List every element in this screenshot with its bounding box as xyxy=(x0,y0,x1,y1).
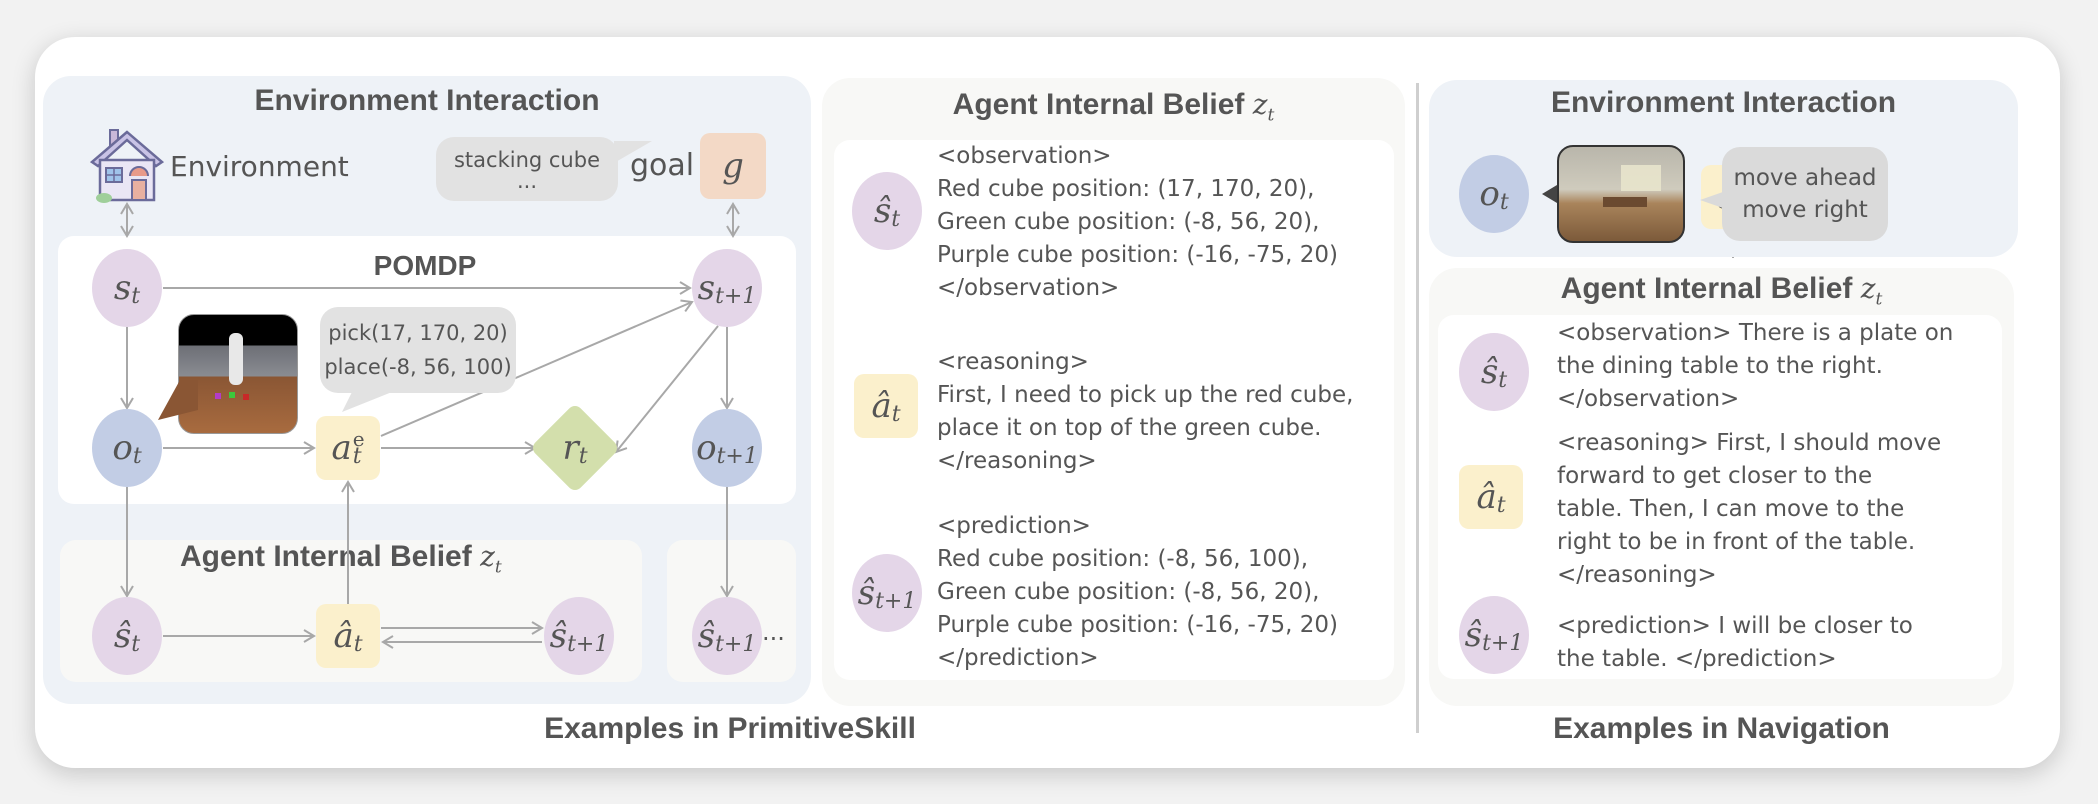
action-bubble-line2: place(-8, 56, 100) xyxy=(324,355,512,379)
nav-reasoning-text: <reasoning> First, I should move forward… xyxy=(1557,430,1942,588)
action-bubble-line1: pick(17, 170, 20) xyxy=(328,321,508,345)
section-divider xyxy=(1416,83,1419,733)
nav-observation-text: <observation> There is a plate on the di… xyxy=(1557,320,1954,412)
edge-ate-st1 xyxy=(380,299,694,437)
goal-bubble-line2: ... xyxy=(516,169,538,193)
goal-bubble-tail xyxy=(614,141,652,163)
red-cube xyxy=(243,394,249,400)
robot-arm-image xyxy=(178,314,298,434)
mid-prediction-text: <prediction> Red cube position: (-8, 56,… xyxy=(937,513,1338,671)
house-icon xyxy=(88,126,166,204)
nav-prediction-text: <prediction> I will be closer to the tab… xyxy=(1557,613,1913,672)
nav-bubble-line1: move ahead xyxy=(1733,165,1877,191)
room-window xyxy=(1621,165,1661,191)
goal-speech-bubble: stacking cube ... xyxy=(436,137,618,201)
edge-st1-rt xyxy=(614,325,719,454)
mid-observation-text: <observation> Red cube position: (17, 17… xyxy=(937,143,1338,301)
goal-bubble-line1: stacking cube xyxy=(453,148,600,172)
right-belief-title: Agent Internal Belief zt xyxy=(1560,272,1883,310)
purple-cube xyxy=(215,393,221,399)
pomdp-title: POMDP xyxy=(373,250,477,281)
left-env-title: Environment Interaction xyxy=(254,84,600,117)
room-table xyxy=(1603,197,1647,207)
mid-reasoning-text: <reasoning> First, I need to pick up the… xyxy=(937,349,1354,474)
environment-label: Environment xyxy=(170,150,349,183)
right-belief-content xyxy=(1438,315,2002,679)
left-belief-title: Agent Internal Belief zt xyxy=(180,540,502,578)
robot-arm-shape xyxy=(229,333,243,385)
middle-belief-title: Agent Internal Belief zt xyxy=(952,88,1275,126)
right-env-title: Environment Interaction xyxy=(1550,86,1897,119)
primitive-skill-caption: Examples in PrimitiveSkill xyxy=(544,712,916,745)
navigation-caption: Examples in Navigation xyxy=(1553,712,1890,745)
navigation-room-image xyxy=(1557,145,1685,243)
continuation-ellipsis: ... xyxy=(762,618,785,646)
nav-bubble-line2: move right xyxy=(1742,197,1868,223)
action-speech-bubble: pick(17, 170, 20) place(-8, 56, 100) xyxy=(320,307,516,393)
action-bubble-tail xyxy=(342,392,392,412)
robot-image-tail xyxy=(158,380,198,420)
nav-action-bubble: move ahead move right xyxy=(1722,147,1888,241)
middle-belief-content xyxy=(834,140,1394,680)
green-cube xyxy=(229,392,235,398)
goal-label: goal xyxy=(630,148,695,183)
goal-node: g xyxy=(700,133,766,199)
